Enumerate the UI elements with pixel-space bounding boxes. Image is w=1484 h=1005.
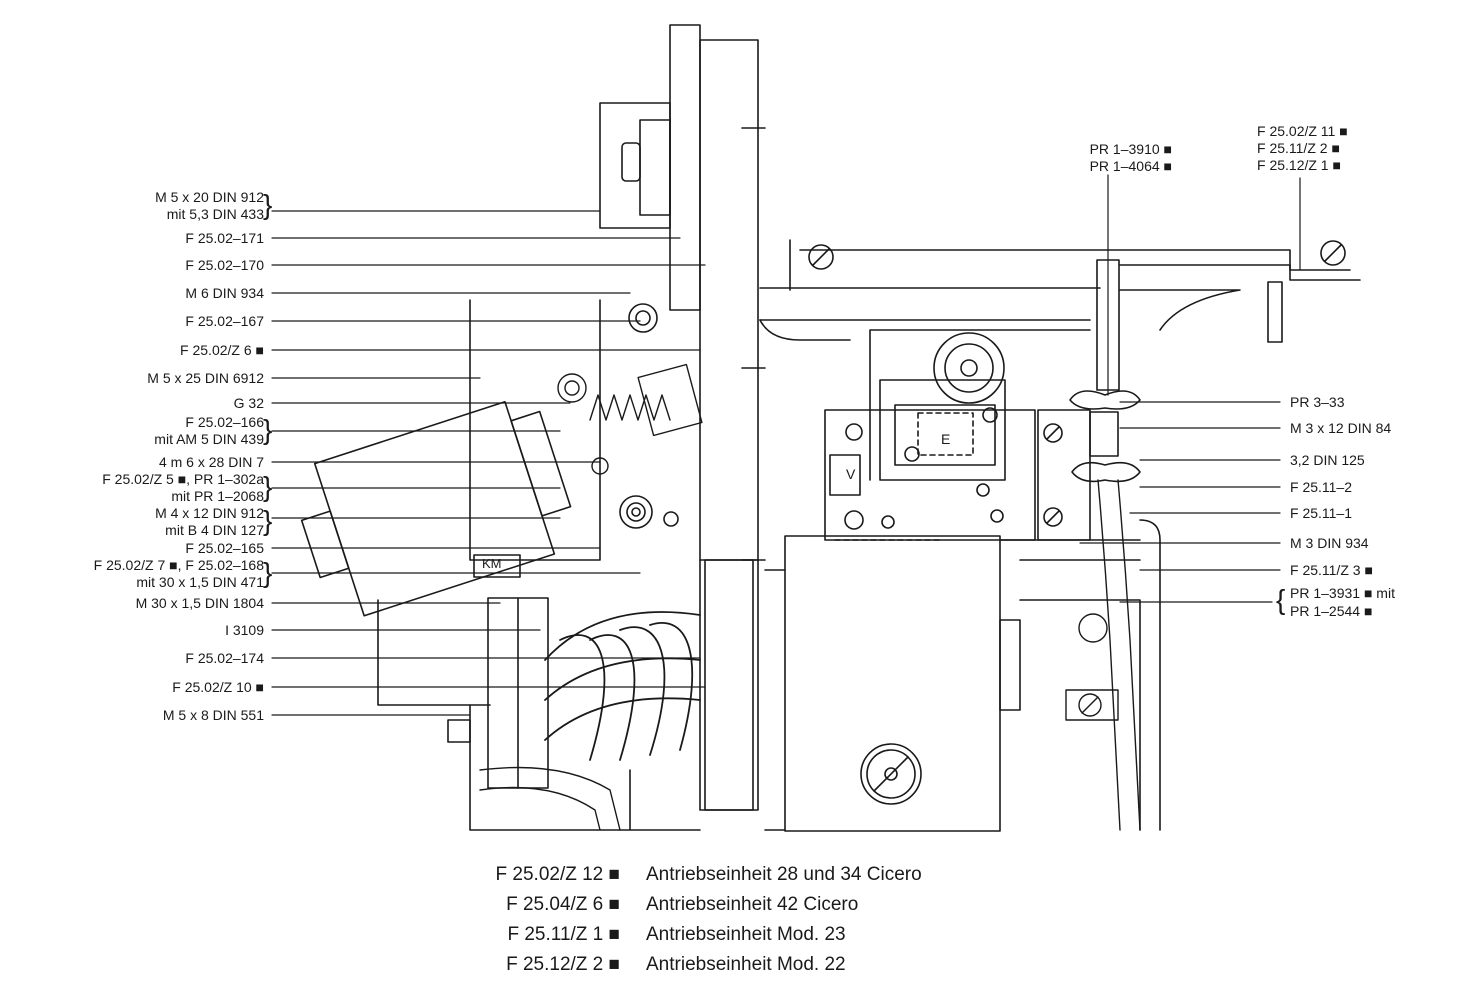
legend-description: Antriebseinheit Mod. 23 <box>646 924 846 945</box>
callout: M 30 x 1,5 DIN 1804 <box>135 595 264 611</box>
callout: mit 30 x 1,5 DIN 471 <box>136 574 264 590</box>
callout: F 25.11–1 <box>1290 505 1353 521</box>
brace-right: } <box>263 557 273 588</box>
legend-description: Antriebseinheit 42 Cicero <box>646 894 859 915</box>
legend-code: F 25.11/Z 1 ■ <box>507 924 620 945</box>
brace-right: } <box>263 471 273 502</box>
callout: F 25.02–174 <box>185 650 264 666</box>
callout: F 25.02/Z 7 ■, F 25.02–168 <box>93 557 264 573</box>
callout: F 25.02/Z 10 ■ <box>172 679 264 695</box>
callout: F 25.02–165 <box>185 540 264 556</box>
callout: F 25.02–170 <box>185 257 264 273</box>
callout: F 25.02/Z 5 ■, PR 1–302a <box>102 471 264 487</box>
callout: M 5 x 25 DIN 6912 <box>147 370 264 386</box>
callout: F 25.11–2 <box>1290 479 1353 495</box>
legend-code: F 25.02/Z 12 ■ <box>495 864 620 885</box>
callout: mit B 4 DIN 127 <box>165 522 264 538</box>
callout: M 5 x 8 DIN 551 <box>162 707 264 723</box>
callout: I 3109 <box>225 622 264 638</box>
callout: F 25.02–166 <box>185 414 264 430</box>
callout: mit 5,3 DIN 433 <box>166 206 264 222</box>
callout: mit PR 1–2068 <box>171 488 264 504</box>
legend-code: F 25.12/Z 2 ■ <box>506 954 620 975</box>
callout: F 25.11/Z 3 ■ <box>1290 562 1373 578</box>
callout: F 25.11/Z 2 ■ <box>1257 140 1340 156</box>
brace-left: { <box>1276 584 1286 615</box>
hex-nut <box>628 303 658 333</box>
top-spring <box>557 363 703 475</box>
motor-housing <box>764 535 1021 832</box>
legend-code: F 25.04/Z 6 ■ <box>506 894 620 915</box>
brace-right: } <box>263 414 273 445</box>
left-hose <box>479 766 621 831</box>
brace-right: } <box>263 505 273 536</box>
brace-right: } <box>263 189 273 220</box>
part-mark-e: E <box>941 431 951 447</box>
callout: PR 1–3931 ■ mit <box>1290 585 1395 601</box>
part-mark-km: KM <box>482 556 502 571</box>
callout: PR 1–4064 ■ <box>1089 158 1172 174</box>
disc-assembly <box>599 24 766 811</box>
coil-spring <box>544 611 701 761</box>
legend-description: Antriebseinheit Mod. 22 <box>646 954 846 975</box>
callout: F 25.02/Z 11 ■ <box>1257 123 1348 139</box>
solenoid-body <box>300 400 572 617</box>
callout: M 3 DIN 934 <box>1290 535 1369 551</box>
callout: M 6 DIN 934 <box>185 285 264 301</box>
callout: 4 m 6 x 28 DIN 7 <box>158 454 264 470</box>
callout: PR 1–2544 ■ <box>1290 603 1373 619</box>
callout: PR 3–33 <box>1290 394 1345 410</box>
callout: F 25.02/Z 6 ■ <box>180 342 264 358</box>
callout: mit AM 5 DIN 439 <box>154 431 264 447</box>
legend-description: Antriebseinheit 28 und 34 Cicero <box>646 864 922 885</box>
callout: M 5 x 20 DIN 912 <box>155 189 264 205</box>
callout: F 25.02–167 <box>185 313 264 329</box>
callout: PR 1–3910 ■ <box>1089 141 1172 157</box>
callout: F 25.02–171 <box>185 230 264 246</box>
washers <box>619 495 679 529</box>
callout: G 32 <box>233 395 264 411</box>
callout: F 25.12/Z 1 ■ <box>1257 157 1341 173</box>
wing-nut <box>1069 259 1141 483</box>
right-leader-lines <box>1079 174 1301 603</box>
part-mark-v: V <box>846 466 856 482</box>
callout: 3,2 DIN 125 <box>1290 452 1365 468</box>
callout: M 4 x 12 DIN 912 <box>155 505 264 521</box>
switch-assembly <box>824 329 1161 831</box>
frame-rail <box>759 239 1361 343</box>
right-cable <box>1065 479 1141 831</box>
callout: M 3 x 12 DIN 84 <box>1290 420 1392 436</box>
